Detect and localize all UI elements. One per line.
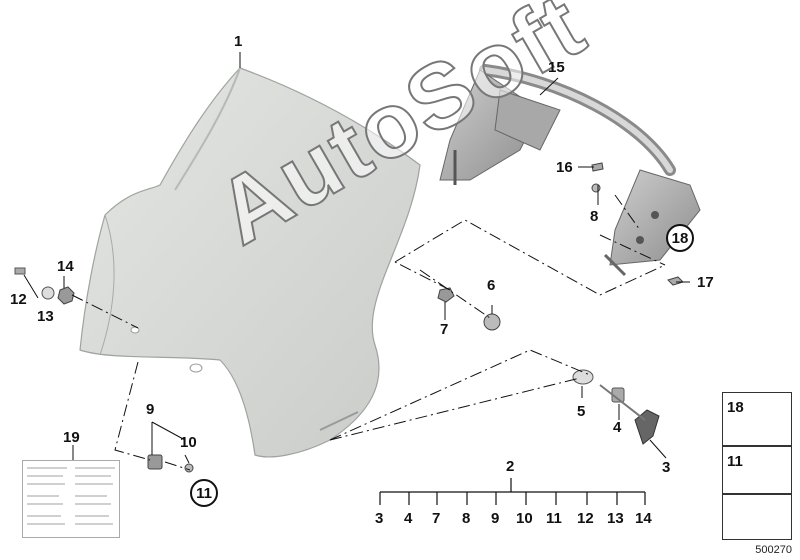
windshield — [79, 67, 421, 458]
set-item-12: 12 — [577, 510, 594, 527]
callout-14: 14 — [57, 258, 74, 275]
callout-13: 13 — [37, 308, 54, 325]
callout-8-top: 8 — [590, 208, 599, 225]
leader-lines — [23, 52, 690, 464]
set-item-4: 4 — [404, 510, 413, 527]
callout-2: 2 — [506, 458, 515, 475]
set-item-14: 14 — [635, 510, 652, 527]
set-item-10: 10 — [516, 510, 533, 527]
key-label-18: 18 — [727, 399, 744, 416]
callout-17: 17 — [697, 274, 714, 291]
set-item-7: 7 — [432, 510, 441, 527]
callout-3: 3 — [662, 459, 671, 476]
hardware — [14, 162, 684, 473]
callout-19: 19 — [63, 429, 80, 446]
set-item-9: 9 — [491, 510, 500, 527]
assembly-lines — [71, 194, 666, 471]
callout-9: 9 — [146, 401, 155, 418]
set-bracket — [379, 478, 646, 505]
set-item-11: 11 — [546, 510, 562, 527]
set-item-13: 13 — [607, 510, 624, 527]
callout-7: 7 — [440, 321, 449, 338]
key-box-arrow — [722, 494, 792, 540]
instruction-card — [22, 460, 120, 538]
callout-10: 10 — [180, 434, 197, 451]
callout-4: 4 — [613, 419, 622, 436]
callout-1: 1 — [234, 33, 243, 50]
key-label-11: 11 — [727, 453, 743, 470]
callout-15: 15 — [548, 59, 565, 76]
key-box-18: 18 — [722, 392, 792, 446]
key-box-11: 11 — [722, 446, 792, 494]
mounting-bracket — [439, 64, 701, 277]
callout-11-circled: 11 — [190, 479, 218, 507]
callout-18-circled: 18 — [666, 224, 694, 252]
callout-12: 12 — [10, 291, 27, 308]
callout-6: 6 — [487, 277, 496, 294]
set-item-8: 8 — [462, 510, 471, 527]
callout-16: 16 — [556, 159, 573, 176]
callout-5: 5 — [577, 403, 586, 420]
set-item-3: 3 — [375, 510, 384, 527]
document-number: 500270 — [755, 544, 792, 556]
